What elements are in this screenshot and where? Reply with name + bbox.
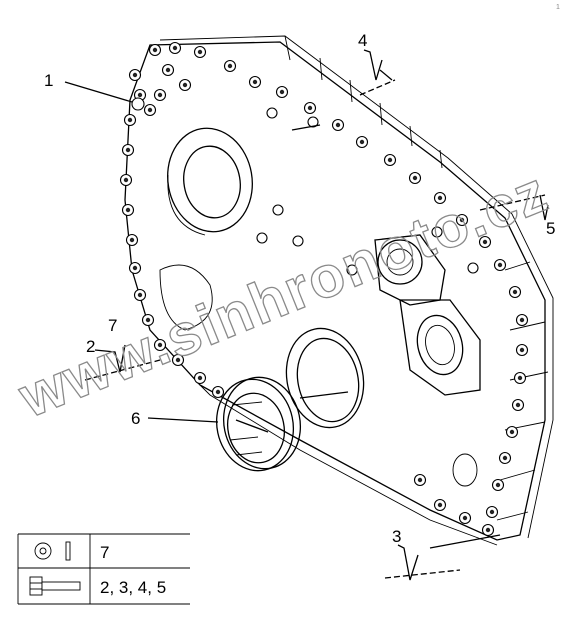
- timing-cover: [124, 35, 554, 546]
- bolt-hole: [515, 402, 521, 408]
- bolt-hole: [129, 237, 135, 243]
- bolt-hole: [485, 527, 491, 533]
- callout-labels: 1 2 3 4 5 6 7: [44, 31, 555, 546]
- bolt-hole: [512, 289, 518, 295]
- inner-holes: [256, 107, 479, 276]
- bolt-hole: [519, 317, 525, 323]
- bolt-hole: [175, 357, 181, 363]
- callout-7: 7: [108, 316, 117, 335]
- bolt-hole: [123, 177, 129, 183]
- bolt-hole: [227, 63, 233, 69]
- bolt-hole: [197, 375, 203, 381]
- watermark-text: www.sinhronoto.cz: [10, 159, 558, 431]
- bolt-hole: [182, 82, 188, 88]
- bolt-hole: [172, 45, 178, 51]
- bolt-hole: [437, 195, 443, 201]
- corner-mark: 1: [556, 4, 560, 11]
- bolt-hole: [482, 239, 488, 245]
- bolt-hole: [437, 502, 443, 508]
- bolt-hole: [417, 477, 423, 483]
- bolt-hole: [497, 262, 503, 268]
- bolt-hole: [197, 49, 203, 55]
- bolt-hole: [387, 157, 393, 163]
- bolt-hole: [517, 375, 523, 381]
- bolt-hole: [489, 509, 495, 515]
- bolt-hole: [509, 429, 515, 435]
- callout-2: 2: [86, 337, 95, 356]
- upper-seal-bore: [167, 127, 253, 236]
- inspection-port: [452, 453, 478, 487]
- pump-housing: [374, 234, 481, 396]
- lower-cavity: [159, 264, 213, 331]
- bolt-hole: [215, 389, 221, 395]
- bolt-hole: [137, 92, 143, 98]
- legend-row-1-label: 7: [100, 543, 109, 562]
- bolt-hole: [412, 175, 418, 181]
- bolt-hole: [125, 147, 131, 153]
- callout-4: 4: [358, 31, 367, 50]
- bolt-hole: [147, 107, 153, 113]
- bolt-hole: [252, 79, 258, 85]
- legend-table: 7 2, 3, 4, 5: [17, 533, 190, 605]
- callout-6: 6: [131, 409, 140, 428]
- bolt-hole: [132, 72, 138, 78]
- seal-ring-part: [215, 376, 302, 472]
- bolt-hole: [279, 89, 285, 95]
- bolt-hole: [132, 265, 138, 271]
- bolt-hole: [165, 67, 171, 73]
- callout-5: 5: [546, 219, 555, 238]
- washer-pin-icon: [34, 541, 71, 561]
- crank-seal-bore: [285, 327, 365, 429]
- bolt-hole: [459, 217, 465, 223]
- bolt-hole: [137, 292, 143, 298]
- callout-3: 3: [392, 527, 401, 546]
- bolt-hole: [462, 515, 468, 521]
- leader-lines: [64, 49, 549, 581]
- bolt-hole: [152, 47, 158, 53]
- bolt-hole: [145, 317, 151, 323]
- bolt-hole: [307, 105, 313, 111]
- bolt-hole: [157, 342, 163, 348]
- bolt-hole: [519, 347, 525, 353]
- callout-1: 1: [44, 71, 53, 90]
- bolt-hole: [495, 482, 501, 488]
- bolt-hole: [335, 122, 341, 128]
- bolt-hole: [157, 92, 163, 98]
- bolt-hole: [502, 455, 508, 461]
- legend-row-2-label: 2, 3, 4, 5: [100, 578, 166, 597]
- bolt-bosses: [119, 41, 529, 537]
- bolt-icon: [29, 576, 81, 596]
- bolt-hole: [127, 117, 133, 123]
- bolt-hole: [125, 207, 131, 213]
- bolt-hole: [359, 139, 365, 145]
